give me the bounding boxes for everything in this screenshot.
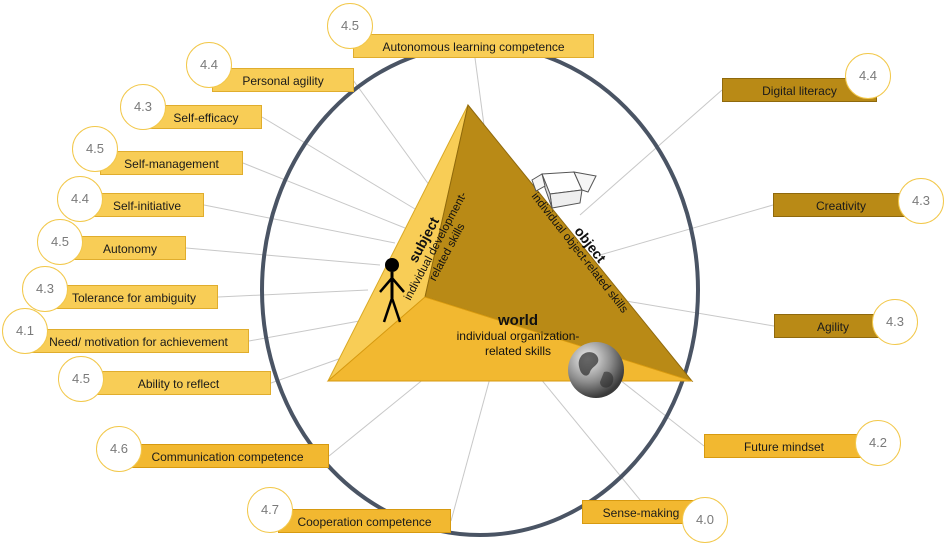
- globe-icon: [568, 342, 624, 398]
- skill-score-personal-agility: 4.4: [186, 42, 232, 88]
- skill-label-self-management: Self-management: [100, 151, 243, 175]
- skill-label-self-efficacy: Self-efficacy: [150, 105, 262, 129]
- skill-label-personal-agility: Personal agility: [212, 68, 354, 92]
- skill-label-autonomous-learning-competence: Autonomous learning competence: [353, 34, 594, 58]
- skill-score-cooperation-competence: 4.7: [247, 487, 293, 533]
- skill-score-tolerance-for-ambiguity: 4.3: [22, 266, 68, 312]
- world-label: world individual organization- related s…: [438, 312, 598, 359]
- skill-score-creativity: 4.3: [898, 178, 944, 224]
- world-subtitle-line2: related skills: [484, 344, 552, 358]
- connector-line-ability-to-reflect: [270, 354, 351, 384]
- skill-score-agility: 4.3: [872, 299, 918, 345]
- connector-line-personal-agility: [352, 79, 441, 201]
- skill-score-digital-literacy: 4.4: [845, 53, 891, 99]
- skill-label-communication-competence: Communication competence: [126, 444, 329, 468]
- skill-score-future-mindset: 4.2: [855, 420, 901, 466]
- skill-label-autonomy: Autonomy: [74, 236, 186, 260]
- world-subtitle-line1: individual organization-: [456, 329, 580, 343]
- connector-line-future-mindset: [619, 379, 705, 447]
- skill-label-ability-to-reflect: Ability to reflect: [86, 371, 271, 395]
- skill-label-tolerance-for-ambiguity: Tolerance for ambiguity: [50, 285, 218, 309]
- skill-score-need-motivation-for-achievement: 4.1: [2, 308, 48, 354]
- skill-score-autonomous-learning-competence: 4.5: [327, 3, 373, 49]
- skill-score-communication-competence: 4.6: [96, 426, 142, 472]
- skill-label-creativity: Creativity: [773, 193, 909, 217]
- connector-line-creativity: [599, 204, 774, 256]
- connector-line-communication-competence: [328, 377, 426, 457]
- skill-label-sense-making: Sense-making: [582, 500, 700, 524]
- connector-line-sense-making: [539, 377, 651, 513]
- skill-label-cooperation-competence: Cooperation competence: [278, 509, 451, 533]
- connector-line-self-management: [242, 162, 406, 229]
- box-icon: [531, 171, 597, 209]
- skill-score-autonomy: 4.5: [37, 219, 83, 265]
- connector-line-self-initiative: [203, 204, 396, 244]
- skill-score-sense-making: 4.0: [682, 497, 728, 543]
- skill-score-self-efficacy: 4.3: [120, 84, 166, 130]
- connector-line-digital-literacy: [579, 89, 723, 216]
- connector-line-self-efficacy: [261, 116, 421, 213]
- skill-score-self-initiative: 4.4: [57, 176, 103, 222]
- skill-label-need-motivation-for-achievement: Need/ motivation for achievement: [28, 329, 249, 353]
- connector-line-need-motivation-for-achievement: [248, 319, 366, 342]
- person-icon: [379, 258, 405, 323]
- world-title: world: [498, 312, 538, 329]
- skill-label-future-mindset: Future mindset: [704, 434, 864, 458]
- skill-score-self-management: 4.5: [72, 126, 118, 172]
- skill-score-ability-to-reflect: 4.5: [58, 356, 104, 402]
- skill-label-self-initiative: Self-initiative: [90, 193, 204, 217]
- connector-line-autonomy: [185, 247, 381, 266]
- connector-line-cooperation-competence: [450, 377, 491, 522]
- connector-line-tolerance-for-ambiguity: [217, 289, 369, 298]
